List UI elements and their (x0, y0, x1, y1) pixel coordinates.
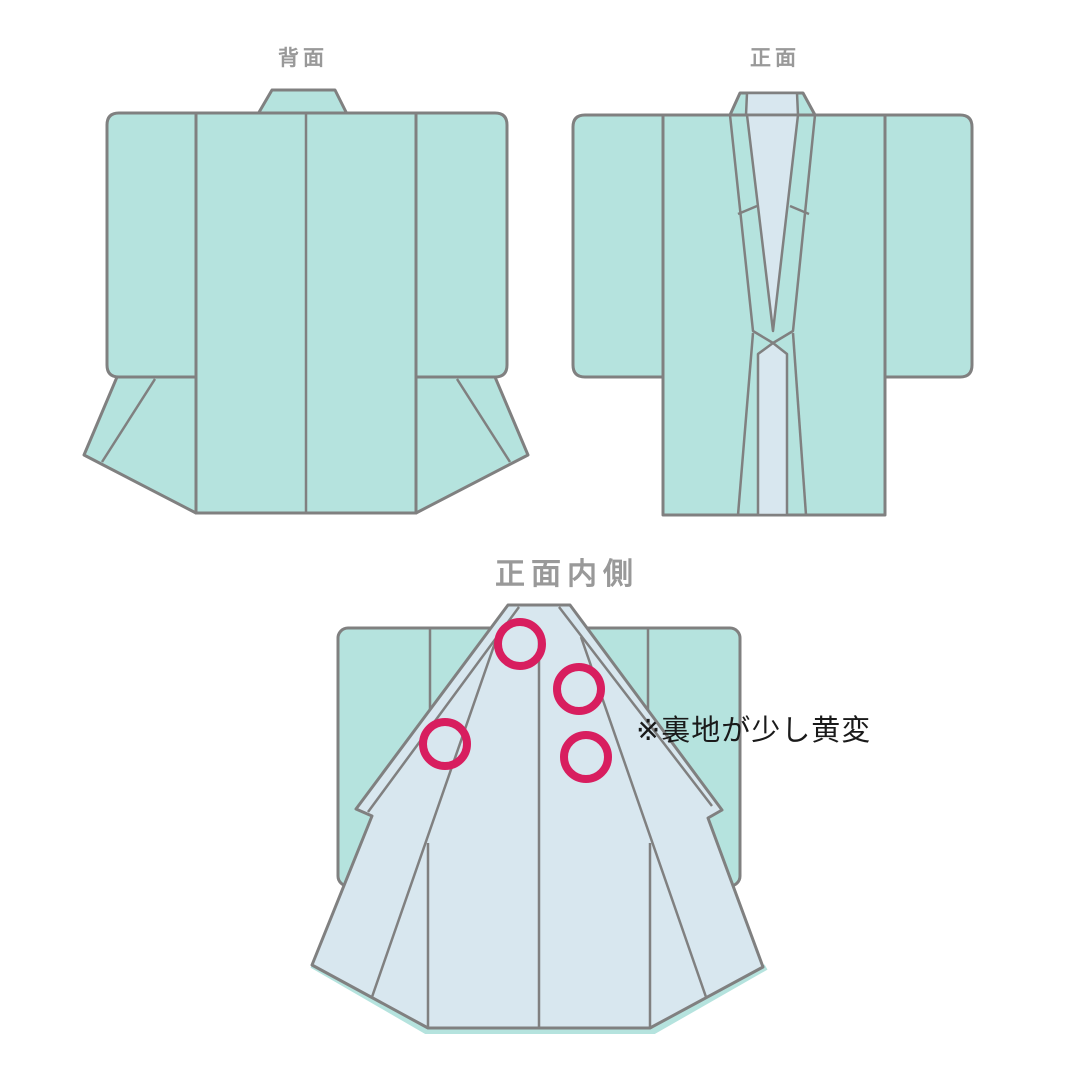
yellowing-spot-marker (553, 663, 605, 715)
back-view-diagram (82, 88, 530, 515)
front-okumi-seam-right (791, 332, 808, 516)
front-collar-notch-left (737, 204, 758, 216)
front-okumi-seam-left (736, 332, 755, 516)
yellowing-spot-marker (419, 718, 471, 770)
inside-collar-band-left (366, 606, 521, 813)
front-inside-view-label: 正面内側 (495, 557, 639, 592)
lining-yellowing-note: ※裏地が少し黄変 (636, 713, 872, 747)
inside-collar-band-right (558, 606, 713, 807)
back-sleeve-right (414, 111, 509, 379)
back-skirt-fold-left (100, 378, 157, 463)
front-lower-lining-strip (756, 341, 789, 517)
yellowing-spot-marker (494, 618, 546, 670)
front-collar-inner-lining (744, 91, 800, 117)
back-collar (256, 88, 349, 116)
yellowing-spot-marker (560, 731, 612, 783)
front-inside-view-diagram (310, 603, 768, 1034)
inside-fold-left (370, 636, 499, 998)
inside-hem-peek (310, 962, 768, 1034)
back-view-label: 背面 (278, 46, 328, 70)
yellowing-markers (419, 618, 612, 783)
front-sleeve-right (883, 113, 974, 379)
front-view-diagram (571, 91, 974, 517)
front-sleeve-left (571, 113, 665, 379)
front-collar-notch-right (789, 204, 810, 216)
front-view-label: 正面 (750, 46, 800, 70)
back-sleeve-left (105, 111, 198, 379)
back-skirt-fold-right (455, 378, 512, 463)
